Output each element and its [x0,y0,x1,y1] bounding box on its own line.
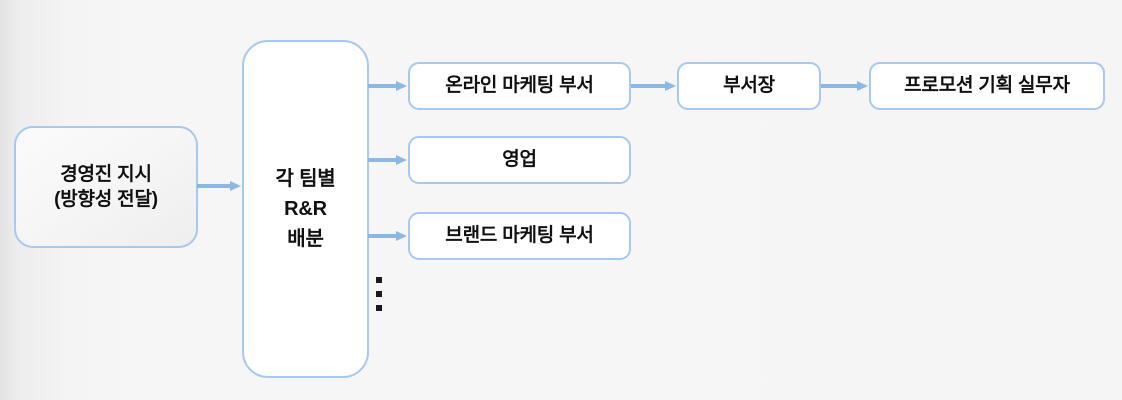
arrow-shaft [821,84,859,88]
arrow-executive-to-rr [197,180,243,191]
node-promotion-planner-label: 프로모션 기획 실무자 [904,75,1070,97]
arrow-shaft [197,184,232,188]
arrow-head-icon [396,80,407,91]
node-sales[interactable]: 영업 [408,136,631,184]
arrow-head-icon [396,230,407,241]
arrow-head-icon [396,154,407,165]
arrow-department-head-to-promotion-planner [821,80,870,91]
arrow-shaft [631,84,667,88]
arrow-shaft [368,84,398,88]
node-department-head[interactable]: 부서장 [677,62,821,110]
node-executive-directive[interactable]: 경영진 지시 (방향성 전달) [14,126,198,248]
arrow-head-icon [230,180,241,191]
ellipsis-dot [375,277,382,283]
arrow-online-marketing-to-department-head [631,80,678,91]
node-brand-marketing-dept-label: 브랜드 마케팅 부서 [445,225,594,247]
arrow-shaft [368,234,398,238]
node-online-marketing-dept[interactable]: 온라인 마케팅 부서 [408,62,631,110]
arrow-rr-to-sales [368,154,409,165]
node-online-marketing-dept-label: 온라인 마케팅 부서 [445,75,594,97]
ellipsis-dot [375,305,382,311]
arrow-head-icon [665,80,676,91]
node-executive-directive-label: 경영진 지시 (방향성 전달) [54,163,158,210]
vertical-ellipsis-icon [374,277,383,311]
node-team-rr-allocation[interactable]: 각 팀별 R&R 배분 [242,40,369,378]
ellipsis-dot [375,291,382,297]
node-promotion-planner[interactable]: 프로모션 기획 실무자 [869,62,1105,110]
arrow-shaft [368,158,398,162]
node-sales-label: 영업 [502,149,537,171]
arrow-head-icon [857,80,868,91]
arrow-rr-to-online-marketing [368,80,409,91]
node-brand-marketing-dept[interactable]: 브랜드 마케팅 부서 [408,212,631,260]
arrow-rr-to-brand-marketing [368,230,409,241]
node-department-head-label: 부서장 [723,75,775,97]
node-team-rr-allocation-label: 각 팀별 R&R 배분 [275,168,336,250]
